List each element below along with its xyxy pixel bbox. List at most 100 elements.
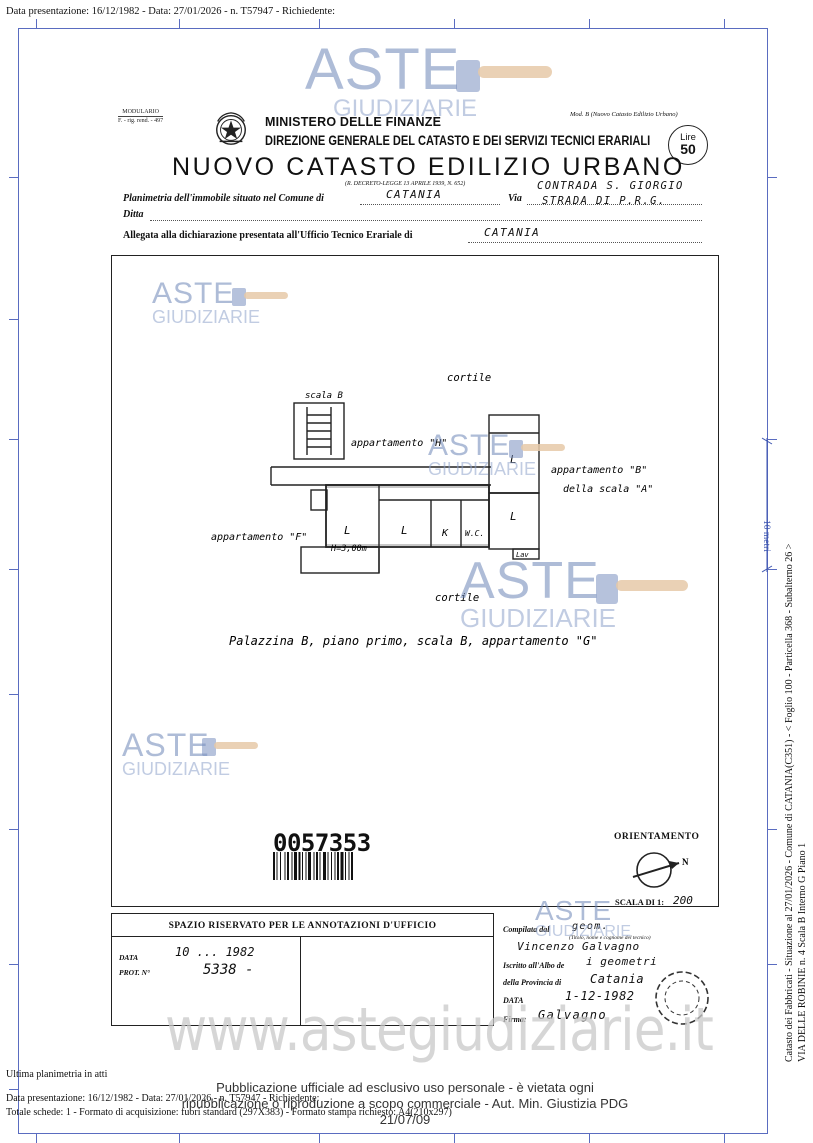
- model-b-label: Mod. B (Nuovo Catasto Edilizio Urbano): [570, 111, 678, 118]
- lire-value: 50: [680, 141, 696, 157]
- frame-tick: [724, 1133, 726, 1143]
- frame-tick: [36, 1133, 38, 1143]
- planimetria-label: Planimetria dell'immobile situato nel Co…: [123, 193, 324, 204]
- frame-tick: [767, 177, 777, 179]
- frame-tick: [36, 19, 38, 29]
- barcode-number: 0057353: [273, 829, 371, 857]
- room-label-l4: L: [510, 510, 517, 523]
- barcode-bar: [345, 852, 346, 880]
- republic-emblem-icon: [216, 112, 246, 145]
- frame-tick: [179, 19, 181, 29]
- frame-tick: [9, 319, 19, 321]
- room-label-l2: L: [401, 524, 408, 537]
- barcode-bar: [348, 852, 350, 880]
- prot-label: PROT. N°: [119, 968, 151, 977]
- frame-tick: [9, 569, 19, 571]
- barcode-bar: [334, 852, 336, 880]
- modulario-label: MODULARIO: [118, 108, 164, 117]
- stair-a-label: della scala "A": [563, 484, 653, 495]
- barcode-bar: [319, 852, 321, 880]
- barcode-bar: [276, 852, 278, 880]
- frame-tick: [9, 439, 19, 441]
- scale-label: SCALA DI 1:: [615, 897, 665, 907]
- decree-reference: (R. DECRETO-LEGGE 13 APRILE 1939, N. 652…: [345, 181, 466, 187]
- room-label-wc: W.C.: [465, 529, 484, 538]
- frame-tick: [767, 569, 777, 571]
- via-value-line2: STRADA DI P.R.G.: [542, 195, 666, 207]
- provincia-value: Catania: [590, 972, 645, 986]
- barcode-bar: [313, 852, 315, 880]
- room-label-k: K: [441, 528, 449, 539]
- barcode-bar: [287, 852, 289, 880]
- footer-total-sheets: Totale schede: 1 - Formato di acquisizio…: [6, 1107, 452, 1118]
- barcode-graphic: [273, 852, 353, 880]
- floor-plan-drawing: cortile scala B appartamento "H" apparta…: [211, 372, 689, 888]
- barcode-bar: [351, 852, 353, 880]
- comune-line: [360, 204, 500, 205]
- frame-tick: [589, 19, 591, 29]
- frame-tick: [179, 1133, 181, 1143]
- ditta-label: Ditta: [123, 209, 144, 220]
- stamp-value-badge: Lire 50: [668, 125, 708, 165]
- form-title: NUOVO CATASTO EDILIZIO URBANO: [172, 153, 685, 181]
- lire-label: Lire: [680, 132, 696, 143]
- barcode-bar: [284, 852, 286, 880]
- barcode-bar: [308, 852, 311, 880]
- orientation-label: ORIENTAMENTO: [614, 832, 700, 842]
- annotations-title: SPAZIO RISERVATO PER LE ANNOTAZIONI D'UF…: [111, 913, 494, 937]
- technician-name: Vincenzo Galvagno: [517, 940, 640, 953]
- signature-label: Firma:: [503, 1015, 527, 1024]
- frame-tick: [724, 19, 726, 29]
- gavel-icon: [456, 60, 552, 92]
- apartment-f-label: appartamento "F": [211, 532, 307, 543]
- barcode-bar: [298, 852, 301, 880]
- ministry-name: MINISTERO DELLE FINANZE: [265, 115, 442, 129]
- barcode-bar: [273, 852, 275, 880]
- via-value-line1: CONTRADA S. GIORGIO: [537, 180, 684, 192]
- barcode-bar: [291, 852, 293, 880]
- modulario-box: MODULARIO F. - rig. rend. - 497: [118, 108, 164, 125]
- barcode-bar: [327, 852, 329, 880]
- barcode-bar: [280, 852, 281, 880]
- compass-icon: N: [632, 852, 689, 888]
- compilata-value: geom.: [572, 921, 610, 932]
- courtyard-bottom-label: cortile: [435, 592, 479, 604]
- publication-notice-line2: ripubblicazione o riproduzione a scopo c…: [181, 1096, 629, 1127]
- data-stamp-value: 10 ... 1982: [175, 945, 255, 959]
- apartment-h-label: appartamento "H": [351, 438, 447, 449]
- iscritto-value: i geometri: [586, 955, 658, 968]
- document-header-line: Data presentazione: 16/12/1982 - Data: 2…: [6, 6, 336, 17]
- plan-caption: Palazzina B, piano primo, scala B, appar…: [229, 634, 597, 648]
- frame-tick: [454, 19, 456, 29]
- barcode-bar: [305, 852, 307, 880]
- ditta-line: [150, 220, 702, 221]
- ufficio-line: [468, 242, 702, 243]
- frame-tick: [9, 1089, 19, 1091]
- directorate-name: DIREZIONE GENERALE DEL CATASTO E DEI SER…: [265, 133, 651, 148]
- gavel-icon: [232, 288, 288, 306]
- footer-presentation: Data presentazione: 16/12/1982 - Data: 2…: [6, 1093, 320, 1104]
- barcode-bar: [331, 852, 332, 880]
- staircase-b-label: scala B: [305, 391, 344, 401]
- barcode-bar: [337, 852, 339, 880]
- signature-value: Galvagno: [538, 1008, 607, 1022]
- frame-tick: [319, 19, 321, 29]
- barcode-bar: [316, 852, 318, 880]
- footer-last-plan: Ultima planimetria in atti: [6, 1069, 108, 1080]
- frame-tick: [767, 439, 777, 441]
- prot-value: 5338 -: [203, 962, 254, 978]
- office-annotations-box: [111, 913, 494, 1026]
- annotations-divider: [300, 937, 301, 1026]
- apartment-b-label: appartamento "B": [551, 465, 647, 476]
- scale-bar: [761, 437, 773, 573]
- gavel-icon: [509, 440, 565, 458]
- frame-tick: [767, 829, 777, 831]
- side-address: VIA DELLE ROBINIE n. 4 Scala B Interno G…: [797, 842, 808, 1062]
- publication-notice: Pubblicazione ufficiale ad esclusivo uso…: [175, 1080, 635, 1128]
- courtyard-top-label: cortile: [447, 372, 491, 384]
- north-label: N: [682, 857, 689, 867]
- data-label: DATA: [119, 953, 139, 962]
- scale-value: 200: [673, 894, 693, 907]
- via-line: [527, 204, 702, 205]
- date2-label: DATA: [503, 996, 524, 1005]
